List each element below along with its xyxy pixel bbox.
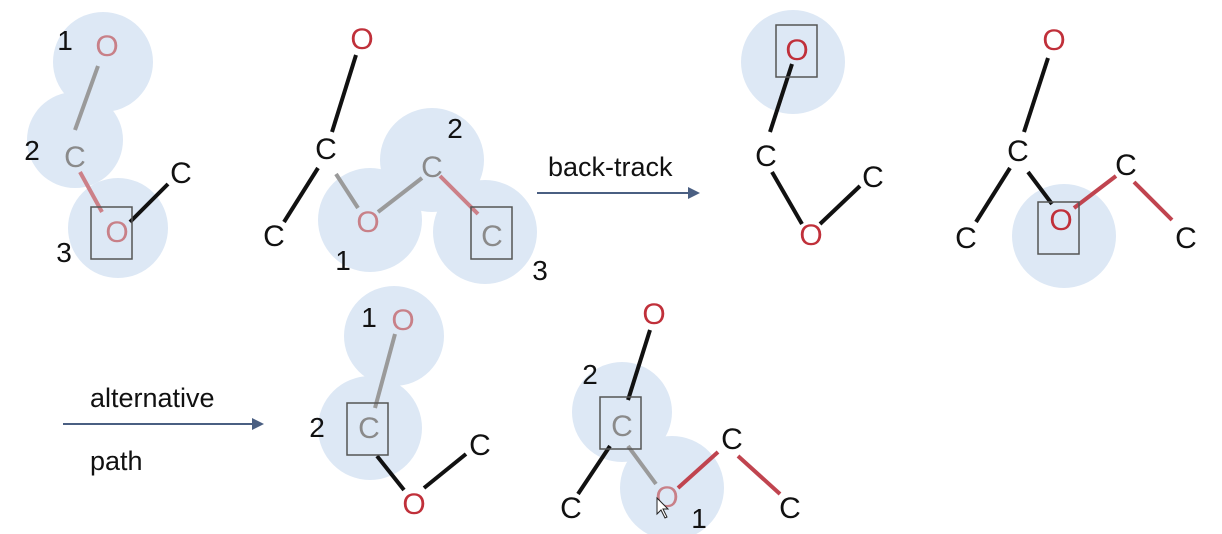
atom-oxygen: O (1049, 204, 1072, 237)
bonds (373, 333, 468, 492)
atom-carbon: C (1175, 222, 1197, 255)
path-label: path (90, 446, 143, 476)
current-node-box (470, 206, 513, 260)
panel-2: O C C O C C 1 2 3 (263, 23, 548, 286)
step-number: 3 (56, 237, 72, 268)
atom-carbon: C (721, 423, 743, 456)
arrow-head-icon (252, 418, 264, 430)
atom-carbon: C (170, 157, 192, 190)
bonds (282, 54, 480, 224)
alternative-path-arrow: alternative path (63, 383, 264, 476)
panel-6: O C C O C C 1 2 (560, 298, 801, 534)
back-track-label: back-track (548, 152, 673, 182)
step-number: 1 (57, 25, 73, 56)
panel-4: O C C O C C (955, 24, 1197, 288)
back-track-arrow: back-track (537, 152, 700, 199)
step-number: 1 (691, 503, 707, 534)
highlight-regions (572, 362, 724, 534)
current-node-box (346, 402, 389, 456)
step-number: 2 (582, 359, 598, 390)
atom-carbon: C (315, 133, 337, 166)
current-node-box (1037, 201, 1080, 255)
panel-5: O C C O 1 2 (309, 286, 491, 521)
atom-oxygen: O (642, 298, 665, 331)
atom-carbon: C (469, 429, 491, 462)
arrow-head-icon (688, 187, 700, 199)
atom-carbon: C (421, 151, 443, 184)
atom-oxygen: O (402, 488, 425, 521)
current-node-box (775, 24, 818, 78)
step-number: 1 (361, 302, 377, 333)
step-number: 2 (24, 135, 40, 166)
highlight-regions (27, 12, 168, 278)
mouse-cursor-icon (656, 496, 670, 519)
atom-carbon: C (862, 161, 884, 194)
current-node-box (90, 206, 133, 260)
step-number: 2 (447, 113, 463, 144)
atom-oxygen: O (356, 206, 379, 239)
atom-carbon: C (755, 140, 777, 173)
bonds (974, 57, 1174, 224)
bonds (576, 329, 782, 496)
bonds (73, 65, 170, 224)
atom-carbon: C (955, 222, 977, 255)
step-number: 1 (335, 245, 351, 276)
atom-carbon: C (779, 492, 801, 525)
step-number: 3 (532, 255, 548, 286)
atom-oxygen: O (105, 216, 128, 249)
panel-1: O C O C 1 2 3 (24, 12, 192, 278)
step-number: 2 (309, 412, 325, 443)
atom-carbon: C (560, 492, 582, 525)
atom-oxygen: O (391, 304, 414, 337)
atom-oxygen: O (1042, 24, 1065, 57)
atom-oxygen: O (799, 219, 822, 252)
bonds (768, 63, 862, 226)
atom-carbon: C (1007, 135, 1029, 168)
highlight-regions (318, 108, 537, 284)
panel-3: O C C O (741, 10, 884, 252)
atom-carbon: C (263, 220, 285, 253)
atom-carbon: C (358, 412, 380, 445)
atom-carbon: C (611, 410, 633, 443)
atom-oxygen: O (95, 30, 118, 63)
atom-oxygen: O (350, 23, 373, 56)
atom-carbon: C (1115, 149, 1137, 182)
current-node-box (599, 396, 642, 450)
highlight-regions (741, 10, 845, 114)
atom-carbon: C (64, 141, 86, 174)
atom-carbon: C (481, 220, 503, 253)
atom-oxygen: O (785, 34, 808, 67)
alternative-label: alternative (90, 383, 215, 413)
